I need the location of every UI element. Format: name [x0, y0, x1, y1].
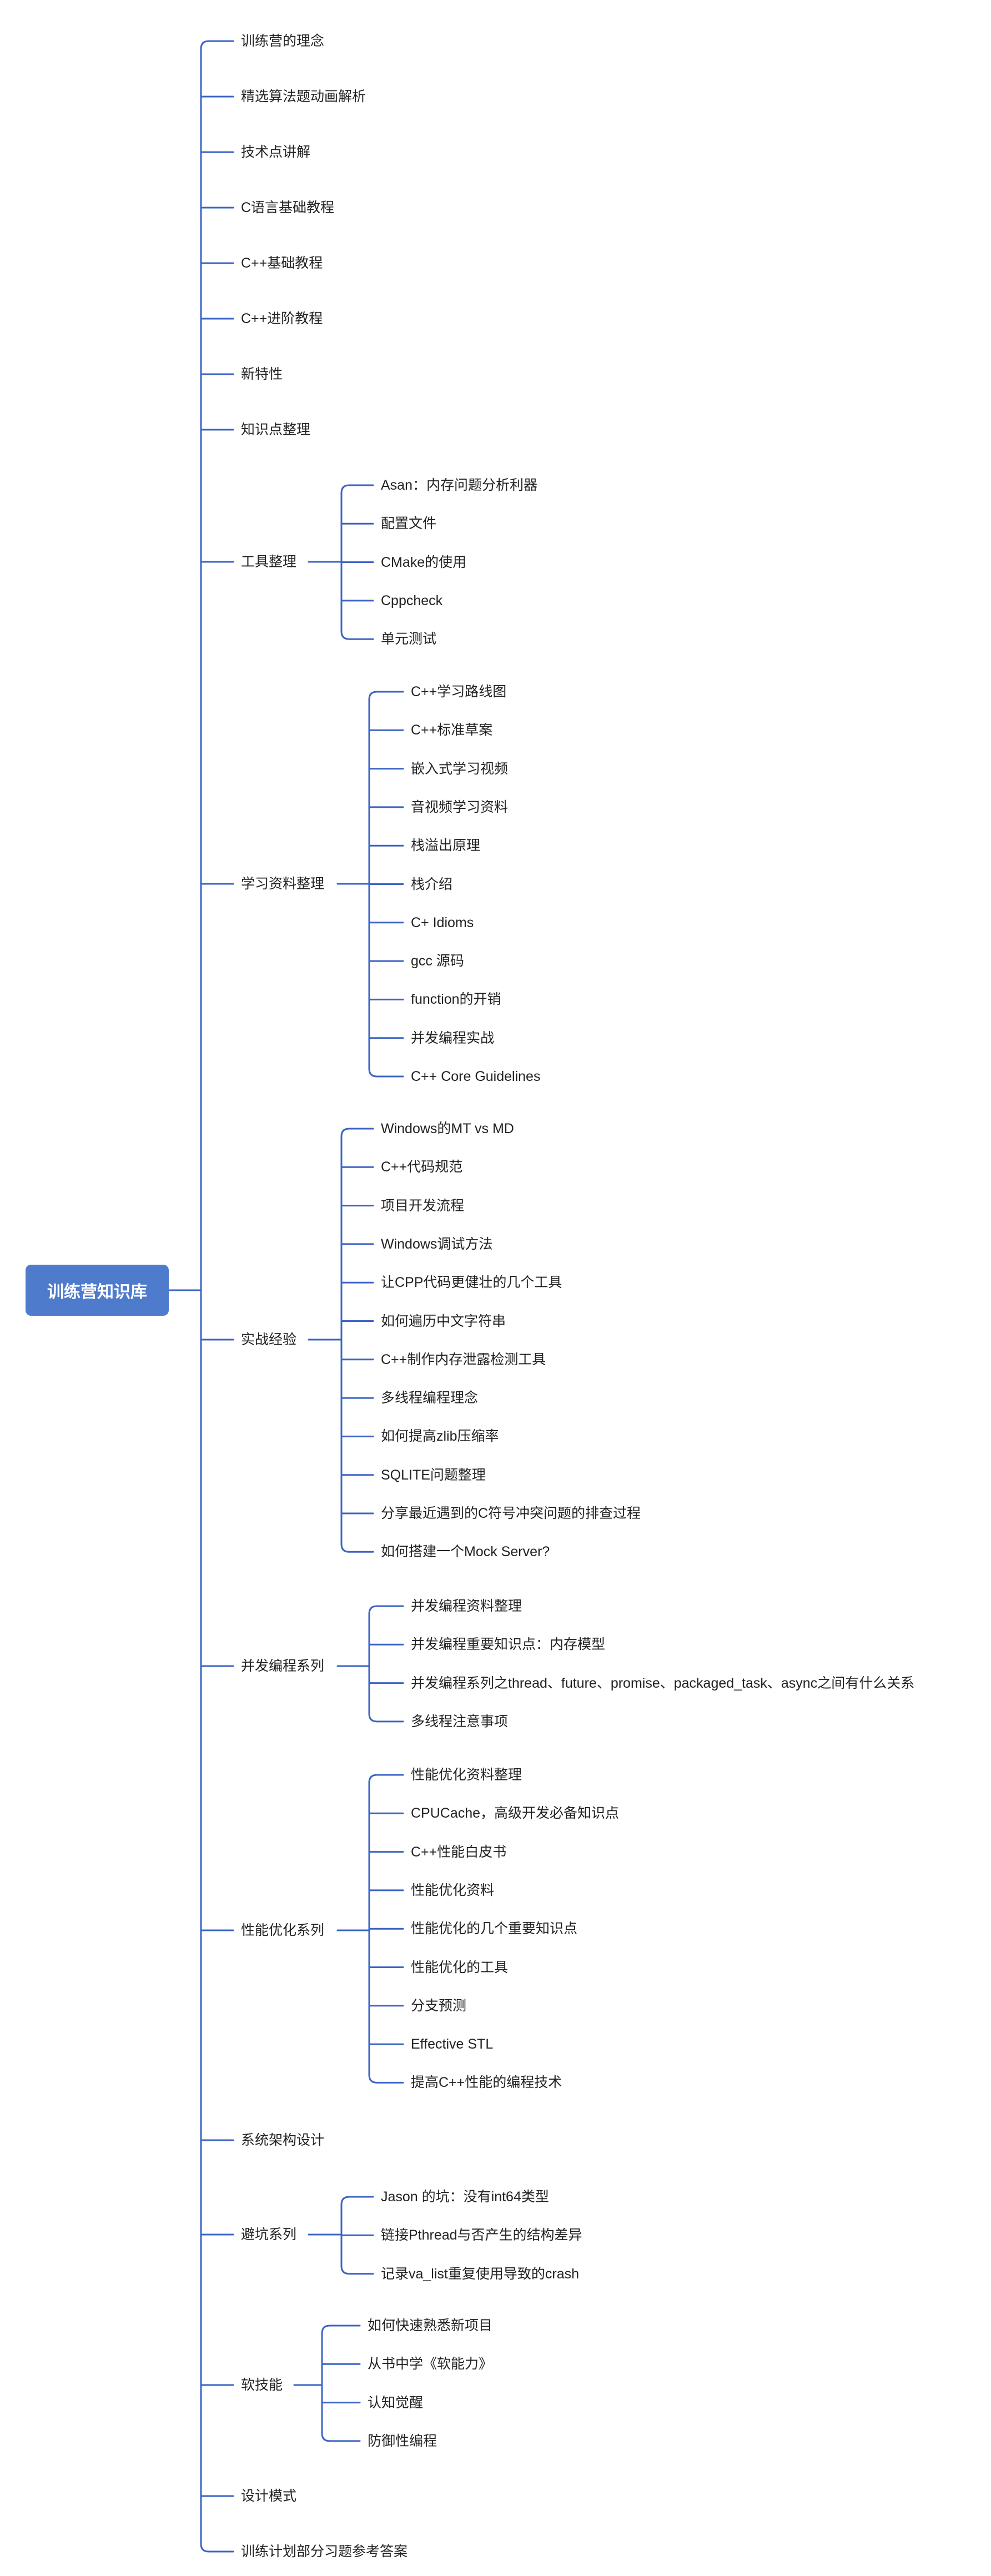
leaf-node[interactable]: 记录va_list重复使用导致的crash	[381, 2266, 579, 2282]
leaf-node[interactable]: 多线程注意事项	[411, 1713, 509, 1729]
leaf-node[interactable]: 从书中学《软能力》	[368, 2356, 493, 2372]
leaf-connector	[340, 2196, 374, 2206]
branch-node[interactable]: 学习资料整理	[241, 876, 325, 892]
leaf-node[interactable]: 性能优化的工具	[411, 1959, 509, 1975]
leaf-connector	[340, 630, 374, 640]
leaf-node[interactable]: gcc 源码	[411, 953, 464, 969]
branch-node[interactable]: 训练计划部分习题参考答案	[241, 2544, 408, 2559]
leaf-node[interactable]: C+ Idioms	[411, 914, 474, 930]
leaf-node[interactable]: 如何遍历中文字符串	[381, 1313, 506, 1329]
leaf-connector	[368, 2074, 404, 2084]
branch-node[interactable]: 避坑系列	[241, 2227, 297, 2242]
leaf-node[interactable]: 并发编程系列之thread、future、promise、packaged_ta…	[411, 1675, 915, 1691]
leaf-node[interactable]: CPUCache，高级开发必备知识点	[411, 1805, 620, 1822]
leaf-node[interactable]: 音视频学习资料	[411, 799, 509, 815]
leaf-connector	[340, 1543, 374, 1553]
leaf-node[interactable]: C++性能白皮书	[411, 1844, 507, 1860]
leaf-node[interactable]: 认知觉醒	[368, 2394, 424, 2411]
leaf-connector	[368, 1774, 404, 1784]
leaf-node[interactable]: 防御性编程	[368, 2433, 437, 2449]
leaf-node[interactable]: 性能优化的几个重要知识点	[411, 1921, 578, 1937]
branch-node[interactable]: 训练营的理念	[241, 33, 325, 49]
branch-node[interactable]: C++进阶教程	[241, 311, 323, 326]
leaf-node[interactable]: SQLITE问题整理	[381, 1467, 486, 1483]
branch-node[interactable]: 系统架构设计	[241, 2132, 325, 2148]
leaf-node[interactable]: 让CPP代码更健壮的几个工具	[381, 1275, 562, 1291]
leaf-node[interactable]: 并发编程资料整理	[411, 1598, 522, 1614]
leaf-node[interactable]: 如何搭建一个Mock Server?	[381, 1544, 550, 1560]
leaf-connector	[368, 1713, 404, 1723]
leaf-node[interactable]: 如何快速熟悉新项目	[368, 2318, 493, 2333]
leaf-node[interactable]: 分享最近遇到的C符号冲突问题的排查过程	[381, 1506, 641, 1521]
leaf-connector	[368, 1605, 404, 1615]
leaf-node[interactable]: C++制作内存泄露检测工具	[381, 1351, 546, 1367]
leaf-node[interactable]: 链接Pthread与否产生的结构差异	[381, 2227, 582, 2243]
leaf-node[interactable]: Windows的MT vs MD	[381, 1121, 514, 1136]
leaf-node[interactable]: C++ Core Guidelines	[411, 1069, 541, 1084]
leaf-node[interactable]: 如何提高zlib压缩率	[381, 1428, 499, 1445]
branch-node[interactable]: 工具整理	[241, 554, 297, 570]
leaf-connector	[321, 2432, 361, 2442]
leaf-node[interactable]: 性能优化资料	[411, 1882, 495, 1898]
leaf-node[interactable]: Cppcheck	[381, 592, 443, 608]
leaf-node[interactable]: C++学习路线图	[411, 684, 507, 700]
branch-node[interactable]: C语言基础教程	[241, 200, 335, 215]
branch-node[interactable]: 知识点整理	[241, 422, 311, 437]
leaf-node[interactable]: Jason 的坑：没有int64类型	[381, 2189, 549, 2205]
branch-node[interactable]: C++基础教程	[241, 255, 323, 271]
leaf-connector	[340, 1128, 374, 1138]
leaf-node[interactable]: 项目开发流程	[381, 1198, 465, 1214]
leaf-node[interactable]: C++标准草案	[411, 722, 493, 738]
leaf-connector	[368, 1068, 404, 1078]
leaf-node[interactable]: 分支预测	[411, 1998, 467, 2014]
leaf-node[interactable]: Windows调试方法	[381, 1236, 493, 1252]
branch-node[interactable]: 软技能	[241, 2377, 283, 2393]
leaf-connector	[340, 484, 374, 494]
leaf-node[interactable]: function的开销	[411, 992, 501, 1008]
leaf-node[interactable]: CMake的使用	[381, 554, 467, 570]
branch-connector	[200, 40, 234, 50]
leaf-node[interactable]: 栈溢出原理	[411, 838, 481, 854]
leaf-node[interactable]: 栈介绍	[411, 876, 453, 892]
leaf-node[interactable]: 嵌入式学习视频	[411, 761, 509, 777]
branch-node[interactable]: 新特性	[241, 366, 283, 382]
leaf-node[interactable]: 提高C++性能的编程技术	[411, 2075, 562, 2091]
leaf-node[interactable]: 多线程编程理念	[381, 1390, 479, 1406]
branch-node[interactable]: 技术点讲解	[241, 144, 311, 160]
leaf-connector	[340, 2265, 374, 2275]
leaf-node[interactable]: 单元测试	[381, 631, 437, 647]
leaf-node[interactable]: Asan：内存问题分析利器	[381, 477, 537, 493]
leaf-connector	[368, 691, 404, 701]
root-node[interactable]: 训练营知识库	[26, 1265, 169, 1316]
branch-node[interactable]: 实战经验	[241, 1332, 297, 1347]
leaf-connector	[321, 2325, 361, 2334]
branch-node[interactable]: 性能优化系列	[241, 1923, 325, 1938]
leaf-node[interactable]: 并发编程实战	[411, 1030, 495, 1046]
leaf-node[interactable]: C++代码规范	[381, 1159, 463, 1175]
branch-connector	[200, 2543, 234, 2553]
branch-node[interactable]: 设计模式	[241, 2488, 297, 2504]
leaf-node[interactable]: 配置文件	[381, 516, 437, 532]
leaf-node[interactable]: 并发编程重要知识点：内存模型	[411, 1637, 606, 1653]
root-label: 训练营知识库	[47, 1283, 147, 1301]
branch-node[interactable]: 精选算法题动画解析	[241, 89, 366, 104]
leaf-node[interactable]: Effective STL	[411, 2036, 494, 2052]
leaf-node[interactable]: 性能优化资料整理	[411, 1767, 522, 1783]
branch-node[interactable]: 并发编程系列	[241, 1658, 325, 1674]
